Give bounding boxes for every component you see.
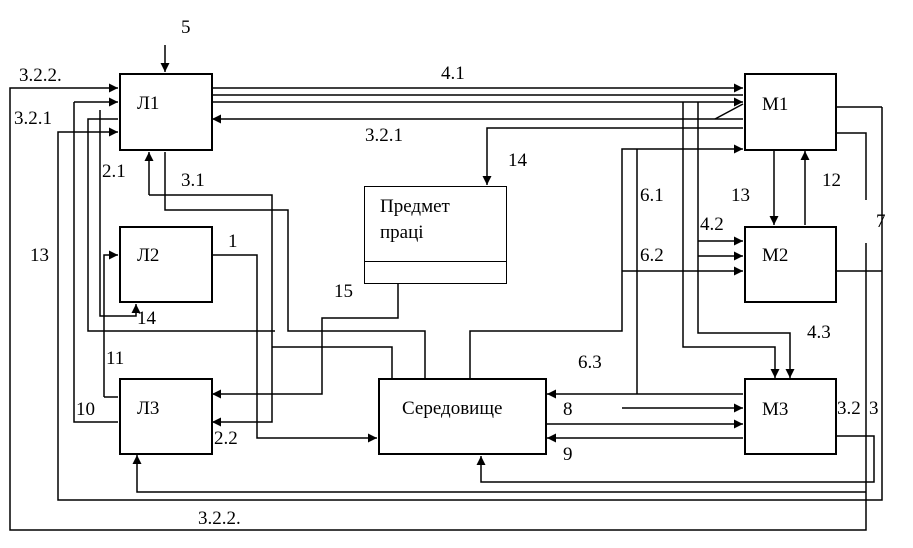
label-321-left: 3.2.1 [14,108,52,129]
label-10: 10 [76,399,95,420]
loop-321-left-b [73,102,118,423]
label-41: 4.1 [441,63,465,84]
loop-321-left [87,118,275,332]
label-13-m: 13 [731,185,750,206]
subject-label: Предмет праці [380,194,450,246]
label-14-l2: 14 [137,308,156,329]
block-m1-label: М1 [762,94,789,115]
line-env-up [469,144,743,378]
line-272-env [272,346,393,378]
block-l1-label: Л1 [137,93,160,114]
arrow-env-bottom [476,435,875,483]
block-l1: Л1 [119,73,213,151]
label-14-top: 14 [508,150,527,171]
block-subject-of-labour: Предмет праці [364,186,507,284]
block-m2: М2 [744,226,837,303]
label-22: 2.2 [214,428,238,449]
arrow-14-subject [482,127,743,185]
block-m2-label: М2 [762,245,789,266]
label-13-left: 13 [30,245,49,266]
label-7: 7 [876,211,886,232]
label-32: 3.2 [837,398,861,419]
arrow-42 [682,102,780,378]
label-63: 6.3 [578,352,602,373]
line-31-to-env [164,152,426,378]
label-11: 11 [106,348,125,369]
loop-322-big-b [9,83,867,531]
block-l2-label: Л2 [137,245,160,266]
label-input-5: 5 [181,17,191,38]
subject-label-line1: Предмет [380,196,450,217]
block-l2: Л2 [119,226,213,303]
label-21: 2.1 [102,161,126,182]
label-12: 12 [822,170,841,191]
label-1: 1 [228,231,238,252]
loop-322-big [836,132,867,200]
block-m3-label: М3 [762,399,789,420]
arrow-l3-bottom [132,455,866,493]
arrow-21 [99,110,141,317]
line-1-l2 [212,254,377,443]
label-62: 6.2 [640,245,664,266]
subject-label-line2: праці [380,222,424,243]
block-environment-label: Середовище [402,398,503,419]
label-15: 15 [334,281,353,302]
loop-322-outer-b [866,107,883,501]
label-43: 4.3 [807,322,831,343]
line-31-right [149,194,273,427]
label-322-bottom: 3.2.2. [198,508,241,529]
subject-divider [365,261,506,262]
label-31: 3.1 [181,170,205,191]
arrow-11 [103,250,118,397]
arrow-15 [212,284,399,399]
label-321-top: 3.2.1 [365,125,403,146]
block-environment: Середовище [378,378,547,455]
block-m1: М1 [744,73,837,151]
line-42-b [697,102,795,378]
label-42: 4.2 [700,214,724,235]
label-9: 9 [563,444,573,465]
label-322-left: 3.2.2. [19,65,62,86]
label-8: 8 [563,399,573,420]
block-m3: М3 [744,378,837,455]
line-m1-diag [714,103,744,120]
label-61: 6.1 [640,185,664,206]
block-l3-label: Л3 [137,398,160,419]
block-l3: Л3 [119,378,213,455]
label-3: 3 [869,398,879,419]
